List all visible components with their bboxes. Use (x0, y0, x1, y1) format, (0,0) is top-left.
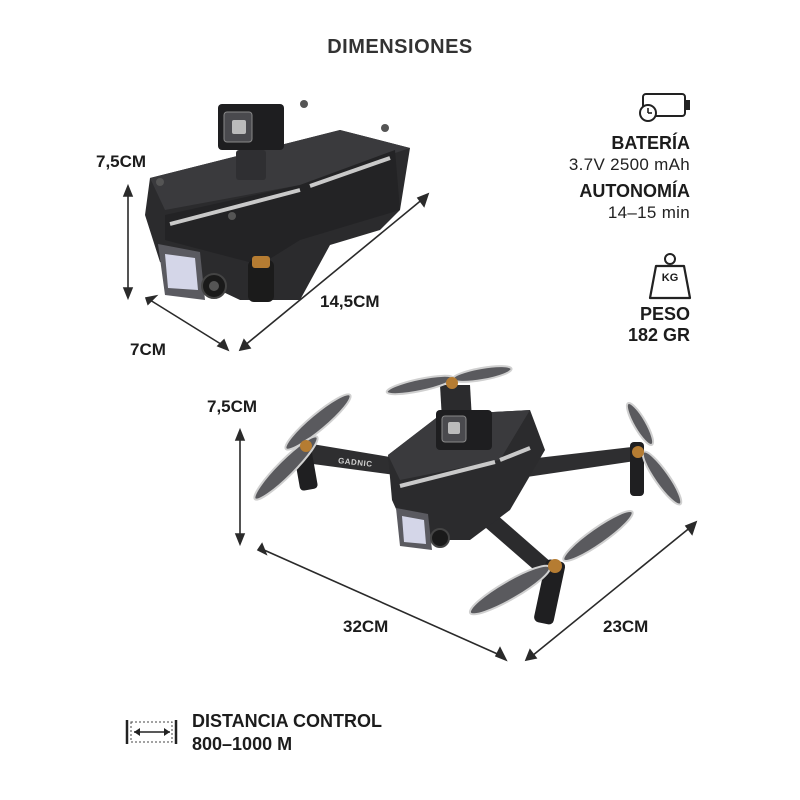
folded-length-label: 14,5CM (320, 292, 380, 311)
autonomy-value: 14–15 min (607, 203, 690, 222)
unfolded-drone-motors (300, 377, 644, 573)
weight-icon-text: KG (661, 272, 679, 284)
weight-label: PESO (639, 304, 690, 324)
battery-label: BATERÍA (611, 133, 690, 153)
unfolded-length-label: 32CM (343, 617, 389, 636)
folded-dimension-arrows (122, 183, 430, 352)
folded-width-label: 7CM (130, 340, 166, 359)
folded-height-label: 7,5CM (96, 152, 147, 171)
control-distance-value: 800–1000 M (192, 734, 293, 754)
unfolded-height-label: 7,5CM (207, 397, 258, 416)
battery-value: 3.7V 2500 mAh (568, 155, 690, 174)
autonomy-label: AUTONOMÍA (579, 181, 690, 201)
weight-value: 182 GR (627, 325, 690, 345)
unfolded-drone-propellers (253, 365, 683, 616)
unfolded-drone-body (388, 410, 545, 550)
control-distance-label: DISTANCIA CONTROL (192, 711, 382, 731)
page-title: DIMENSIONES (327, 36, 473, 58)
unfolded-width-label: 23CM (603, 617, 649, 636)
unfolded-dimension-arrows (234, 427, 698, 662)
folded-drone-body (145, 100, 410, 302)
